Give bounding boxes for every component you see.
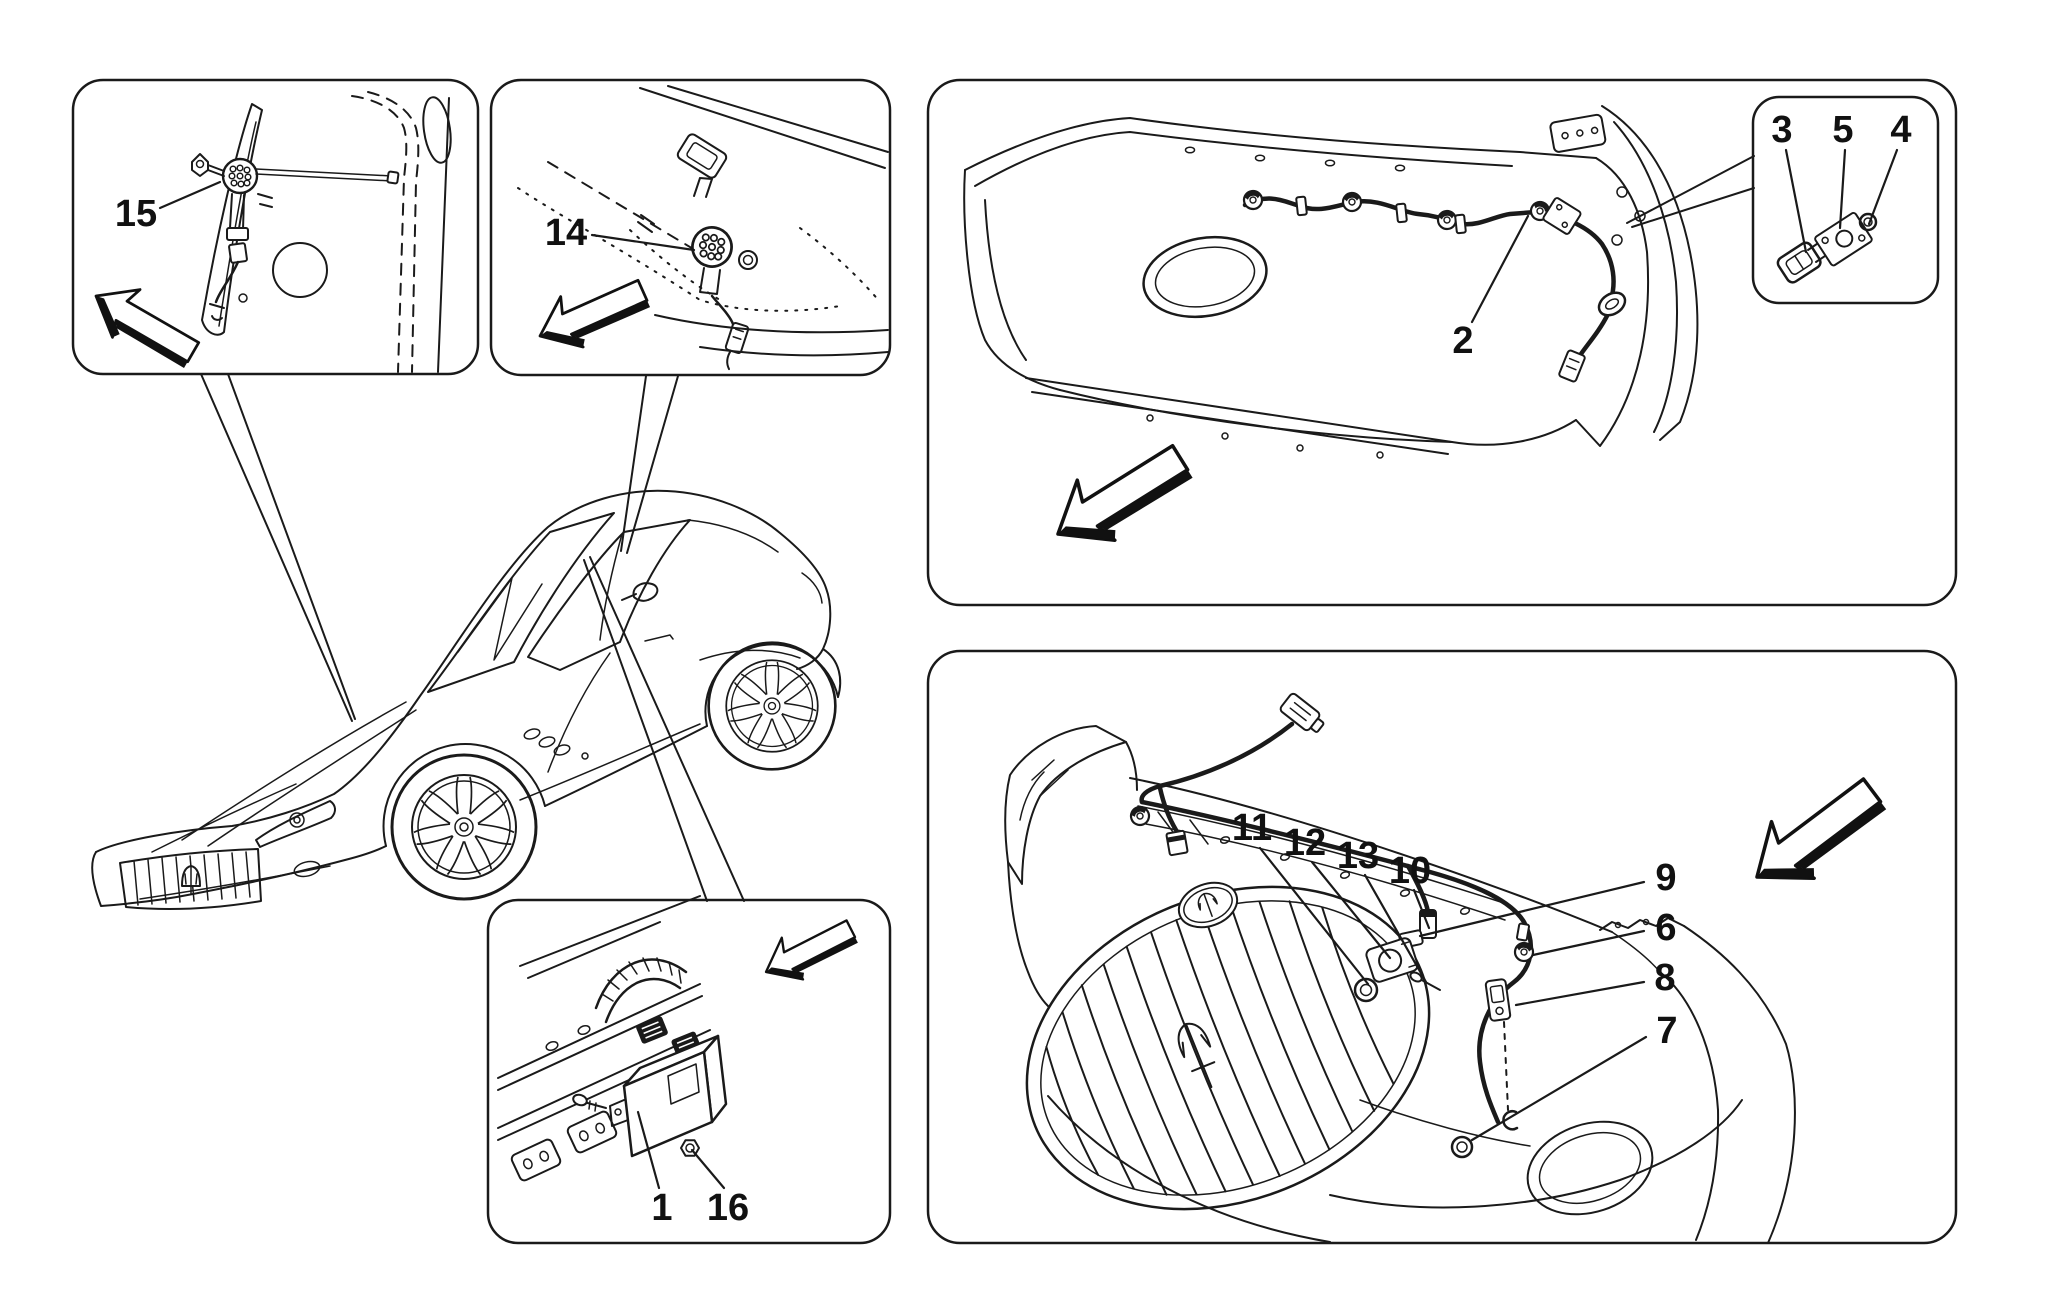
part-label-5: 5 xyxy=(1832,109,1853,151)
mirror-panel-pointer xyxy=(620,375,647,552)
label-leader-lines xyxy=(158,148,1899,1190)
leader-line-part-8 xyxy=(1514,980,1646,1007)
leader-line-part-1 xyxy=(636,1110,661,1190)
part-label-6: 6 xyxy=(1655,907,1676,949)
pillar-panel-pointer xyxy=(227,373,356,720)
part-label-2: 2 xyxy=(1452,320,1473,362)
panel-pointer-wedges xyxy=(200,155,1755,902)
panel-frames xyxy=(71,78,1958,1245)
rear-wheel xyxy=(707,641,837,771)
control-unit-pointer xyxy=(589,556,745,902)
panel-pillar-sensor-detail xyxy=(71,78,480,376)
part-label-8: 8 xyxy=(1654,957,1675,999)
part-label-7: 7 xyxy=(1656,1010,1677,1052)
corner-inset-pointer xyxy=(1626,155,1755,224)
leader-line-part-2 xyxy=(1470,214,1530,324)
leader-line-part-16 xyxy=(690,1148,726,1190)
front-bumper-panel-art xyxy=(1004,692,1796,1244)
control-unit-pointer xyxy=(583,559,708,902)
corner-sensor-inset-art xyxy=(1776,211,1878,284)
leader-line-part-13 xyxy=(1363,873,1428,984)
pillar-sensor-panel-art xyxy=(191,91,452,373)
leader-line-part-5 xyxy=(1838,148,1847,230)
grommet-ring-7 xyxy=(1450,1135,1474,1159)
part-label-4: 4 xyxy=(1890,109,1911,151)
part-label-13: 13 xyxy=(1337,835,1379,877)
bumper-badge-icon xyxy=(1177,881,1239,929)
grille-trident-icon xyxy=(1177,1022,1216,1089)
part-label-12: 12 xyxy=(1284,822,1326,864)
front-wheel xyxy=(390,753,538,901)
leader-line-part-6 xyxy=(1531,929,1646,957)
leader-line-part-14 xyxy=(590,233,696,252)
rear-bumper-panel-art xyxy=(963,105,1878,459)
front-grille xyxy=(1025,885,1431,1211)
part-label-16: 16 xyxy=(707,1187,749,1229)
sensor-ring-11 xyxy=(1353,977,1379,1003)
leader-line-part-10 xyxy=(1412,888,1431,930)
sensor-6 xyxy=(1513,922,1535,963)
leader-line-part-15 xyxy=(158,180,222,210)
harness-connector xyxy=(1279,692,1325,733)
part-label-1: 1 xyxy=(651,1187,672,1229)
leader-line-part-4 xyxy=(1867,148,1899,226)
leader-line-part-7 xyxy=(1470,1035,1648,1142)
leader-line-part-9 xyxy=(1418,880,1646,938)
fog-lamp-opening xyxy=(1526,1120,1654,1216)
bracket-8 xyxy=(1484,978,1512,1022)
leader-line-part-11 xyxy=(1258,846,1370,986)
control-unit-panel-art xyxy=(497,895,728,1182)
part-label-9: 9 xyxy=(1655,857,1676,899)
mirror-panel-pointer xyxy=(626,375,679,554)
corner-inset-pointer xyxy=(1631,187,1755,228)
pillar-panel-pointer xyxy=(200,373,353,722)
car-illustration xyxy=(91,489,842,910)
part-label-11: 11 xyxy=(1232,807,1272,849)
part-label-3: 3 xyxy=(1771,109,1792,151)
part-label-10: 10 xyxy=(1389,850,1431,892)
parking-sensor-ecu xyxy=(609,1034,728,1158)
panel-front-bumper-assembly xyxy=(926,649,1958,1245)
leader-line-part-12 xyxy=(1310,860,1392,960)
pillar-sensor-15 xyxy=(221,157,259,195)
sensor-holder-12 xyxy=(1365,937,1419,983)
leader-line-part-3 xyxy=(1784,148,1808,254)
part-label-15: 15 xyxy=(115,193,157,235)
mirror-mount xyxy=(676,133,728,179)
connector-icon xyxy=(636,1016,668,1044)
mirror-sensor-panel-art xyxy=(517,85,889,371)
part-label-14: 14 xyxy=(545,212,587,254)
